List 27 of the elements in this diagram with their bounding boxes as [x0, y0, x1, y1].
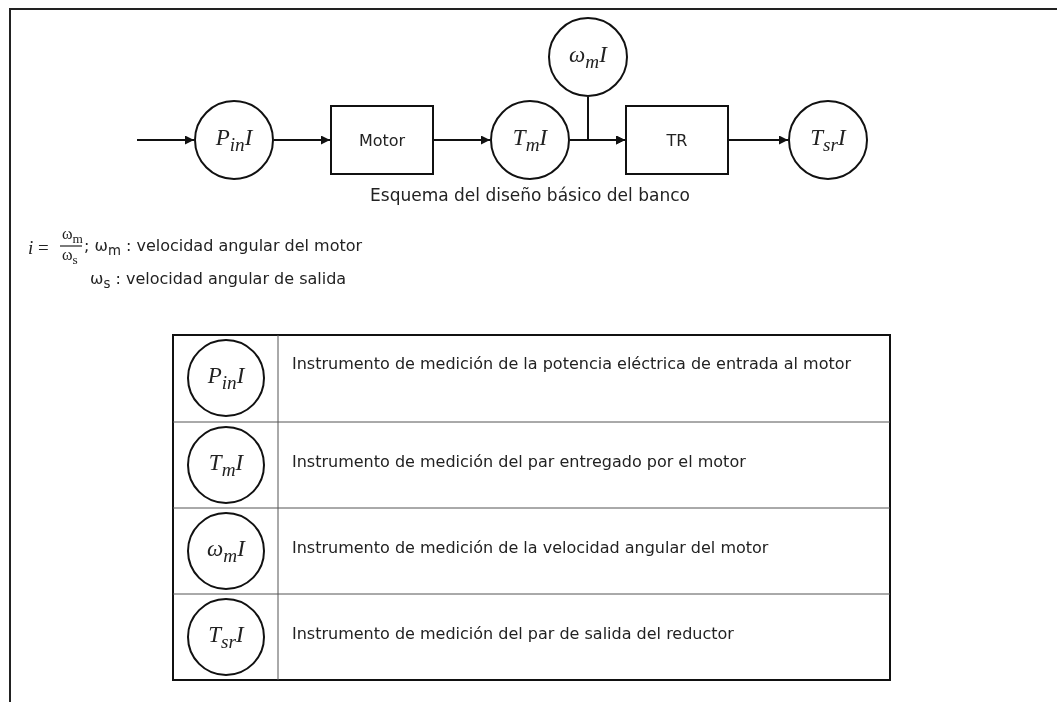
arrow — [136, 135, 195, 145]
arrow — [587, 96, 626, 145]
definition-text: ω$_{s}$ : velocidad angular de salida — [90, 269, 347, 293]
diagram-caption: Esquema del diseño básico del banco — [369, 184, 691, 207]
arrow — [273, 135, 331, 145]
process-box — [330, 105, 434, 175]
fraction-numerator: ω$_{m}$ — [62, 226, 83, 246]
arrow — [433, 135, 491, 145]
symbol-label: ω$_{m}$I — [569, 41, 607, 73]
symbol-label: T$_{m}$I — [208, 449, 244, 481]
process-box — [625, 105, 729, 175]
symbol-label: T$_{m}$I — [512, 124, 548, 156]
definition-text: ; ω$_{m}$ : velocidad angular del motor — [84, 236, 363, 260]
symbol-label: T$_{sr}$I — [810, 124, 846, 156]
formula-text: i = — [28, 236, 49, 260]
symbol-label: ω$_{m}$I — [207, 535, 245, 567]
symbol-label: P$_{in}$I — [207, 362, 245, 394]
node-label: Motor — [358, 130, 406, 150]
table-cell-text: Instrumento de medición del par entregado por el motor — [292, 452, 747, 473]
table-cell-text: Instrumento de medición del par de salida del reductor — [292, 624, 735, 645]
symbol-label: T$_{sr}$I — [208, 621, 244, 653]
table-cell-text: Instrumento de medición de la potencia eléctrica de entrada al motor — [292, 354, 852, 375]
table-cell-text: Instrumento de medición de la velocidad angular del motor — [292, 538, 770, 559]
symbol-label: P$_{in}$I — [215, 124, 253, 156]
arrow — [728, 135, 789, 145]
node-label: TR — [666, 130, 688, 150]
fraction-denominator: ω$_{s}$ — [62, 247, 78, 267]
